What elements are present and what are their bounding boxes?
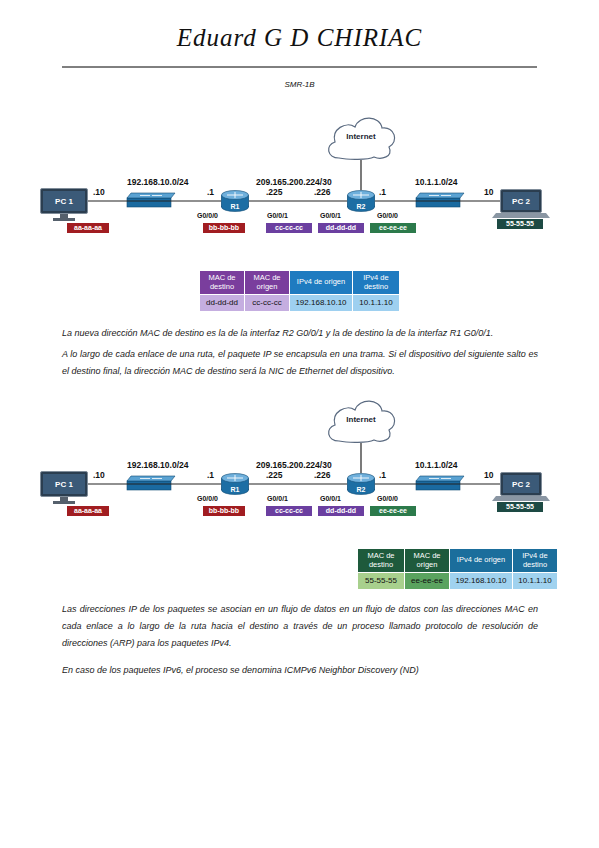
mac-address-tag: aa-aa-aa bbox=[67, 223, 109, 233]
pc-node: PC 1 bbox=[40, 471, 88, 497]
host-address: 10 bbox=[484, 470, 493, 480]
node-label: Internet bbox=[346, 415, 375, 424]
body-paragraph: A lo largo de cada enlace de una ruta, e… bbox=[62, 346, 538, 380]
network-figure bbox=[53, 193, 550, 221]
table-cell: 10.1.1.10 bbox=[353, 295, 399, 311]
pc-node: PC 1 bbox=[40, 188, 88, 214]
router-node: R2 bbox=[347, 473, 375, 495]
table-cell: dd-dd-dd bbox=[200, 295, 244, 311]
network-address: 10.1.1.0/24 bbox=[415, 177, 458, 187]
mac-address-tag: bb-bb-bb bbox=[203, 506, 245, 516]
network-link bbox=[249, 483, 347, 484]
router-node: R2 bbox=[347, 190, 375, 212]
interface-name: G0/0/1 bbox=[267, 495, 288, 502]
interface-name: G0/0/0 bbox=[377, 495, 398, 502]
body-paragraph: En caso de los paquetes IPv6, el proceso… bbox=[62, 662, 538, 679]
host-address: 10 bbox=[484, 187, 493, 197]
network-address: 192.168.10.0/24 bbox=[127, 177, 188, 187]
network-link bbox=[360, 160, 361, 190]
interface-name: G0/0/0 bbox=[197, 212, 218, 219]
laptop-base bbox=[492, 213, 550, 218]
table-cell: 10.1.1.10 bbox=[513, 573, 557, 589]
table-cell: cc-cc-cc bbox=[245, 295, 289, 311]
host-address: .1 bbox=[207, 187, 214, 197]
header-rule bbox=[62, 67, 537, 68]
interface-name: G0/0/0 bbox=[197, 495, 218, 502]
network-link bbox=[375, 483, 500, 484]
host-address: .10 bbox=[93, 187, 105, 197]
network-link bbox=[249, 200, 347, 201]
interface-name: G0/0/1 bbox=[320, 495, 341, 502]
host-address: .225 bbox=[266, 470, 283, 480]
mac-address-tag: 55-55-55 bbox=[497, 502, 543, 512]
node-label: PC 2 bbox=[512, 480, 530, 489]
network-link bbox=[360, 443, 361, 473]
interface-name: G0/0/1 bbox=[320, 212, 341, 219]
table-header-cell: MAC de origen bbox=[405, 549, 449, 572]
table-header-cell: IPv4 de origen bbox=[290, 271, 352, 294]
network-address: 209.165.200.224/30 bbox=[256, 177, 332, 187]
body-paragraph: La nueva dirección MAC de destino es la … bbox=[62, 325, 538, 342]
node-label: R2 bbox=[357, 203, 366, 210]
mac-address-tag: 55-55-55 bbox=[497, 219, 543, 229]
node-label: PC 1 bbox=[55, 197, 73, 206]
mac-address-tag: bb-bb-bb bbox=[203, 223, 245, 233]
network-link bbox=[88, 483, 221, 484]
node-label: R2 bbox=[357, 486, 366, 493]
table-cell: 192.168.10.10 bbox=[450, 573, 512, 589]
network-address: 209.165.200.224/30 bbox=[256, 460, 332, 470]
cloud-node: Internet bbox=[324, 396, 398, 443]
host-address: .226 bbox=[314, 187, 331, 197]
switch-symbol bbox=[416, 193, 464, 207]
switch-symbol bbox=[127, 193, 175, 207]
node-label: PC 1 bbox=[55, 480, 73, 489]
host-address: .1 bbox=[379, 470, 386, 480]
class-label: SMR-1B bbox=[0, 80, 599, 89]
laptop-node: PC 2 bbox=[500, 189, 542, 213]
interface-name: G0/0/1 bbox=[267, 212, 288, 219]
mac-address-tag: cc-cc-cc bbox=[266, 506, 312, 516]
table-cell: 55-55-55 bbox=[358, 573, 404, 589]
host-address: .1 bbox=[207, 470, 214, 480]
node-label: R1 bbox=[231, 203, 240, 210]
mac-address-tag: cc-cc-cc bbox=[266, 223, 312, 233]
host-address: .1 bbox=[379, 187, 386, 197]
router-node: R1 bbox=[221, 190, 249, 212]
table-header-cell: IPv4 de destino bbox=[513, 549, 557, 572]
network-link bbox=[88, 200, 221, 201]
host-address: .10 bbox=[93, 470, 105, 480]
table-cell: 192.168.10.10 bbox=[290, 295, 352, 311]
cloud-node: Internet bbox=[324, 113, 398, 160]
page-title: Eduard G D CHIRIAC bbox=[0, 24, 599, 52]
table-header-cell: MAC de destino bbox=[358, 549, 404, 572]
node-label: Internet bbox=[346, 132, 375, 141]
node-label: R1 bbox=[231, 486, 240, 493]
mac-address-tag: dd-dd-dd bbox=[318, 223, 364, 233]
network-address: 192.168.10.0/24 bbox=[127, 460, 188, 470]
table-header-cell: MAC de destino bbox=[200, 271, 244, 294]
body-paragraph: Las direcciones IP de los paquetes se as… bbox=[62, 601, 538, 652]
mac-address-tag: dd-dd-dd bbox=[318, 506, 364, 516]
table-header-cell: IPv4 de origen bbox=[450, 549, 512, 572]
node-label: PC 2 bbox=[512, 197, 530, 206]
host-address: .225 bbox=[266, 187, 283, 197]
interface-name: G0/0/0 bbox=[377, 212, 398, 219]
pc-stand bbox=[53, 214, 75, 221]
mac-address-tag: ee-ee-ee bbox=[370, 506, 416, 516]
network-figure bbox=[53, 476, 550, 504]
host-address: .226 bbox=[314, 470, 331, 480]
network-link bbox=[375, 200, 500, 201]
table-header-cell: IPv4 de destino bbox=[353, 271, 399, 294]
network-address: 10.1.1.0/24 bbox=[415, 460, 458, 470]
router-node: R1 bbox=[221, 473, 249, 495]
laptop-node: PC 2 bbox=[500, 472, 542, 496]
mac-address-tag: ee-ee-ee bbox=[370, 223, 416, 233]
table-header-cell: MAC de origen bbox=[245, 271, 289, 294]
table-cell: ee-ee-ee bbox=[405, 573, 449, 589]
mac-address-tag: aa-aa-aa bbox=[67, 506, 109, 516]
